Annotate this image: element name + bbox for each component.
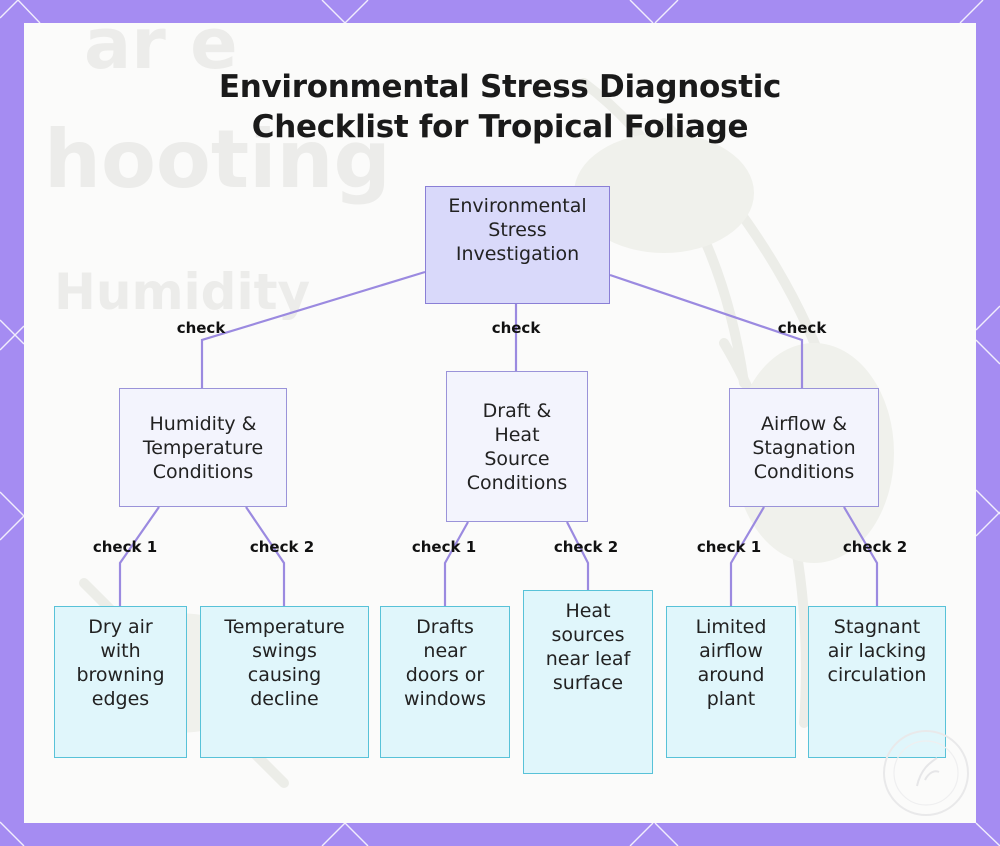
node-line: sources — [551, 624, 625, 646]
edge-draft-heat — [566, 521, 590, 590]
node-line: Temperature — [142, 436, 264, 459]
node-line: doors or — [405, 664, 485, 686]
edge-layer — [118, 270, 879, 606]
diagram-title: Environmental Stress Diagnostic Checklis… — [24, 67, 976, 147]
node-line: Drafts — [416, 616, 474, 638]
background-word-2: hooting — [44, 113, 391, 206]
node-line: Draft & — [482, 399, 552, 422]
edge-root-humidity — [200, 270, 426, 388]
node-airflow-stagnation-conditions: Airflow & Stagnation Conditions — [729, 388, 879, 507]
edge-label-draft-heat: check 2 — [553, 538, 619, 556]
edge-label-root-draft: check — [491, 319, 541, 337]
node-line: surface — [552, 672, 624, 694]
edge-label-humidity-temp: check 2 — [249, 538, 315, 556]
node-line: Airflow & — [760, 412, 848, 435]
node-line: around — [697, 664, 765, 686]
title-line-2: Checklist for Tropical Foliage — [251, 109, 749, 145]
node-limited-airflow-around-plant: Limited airflow around plant — [666, 606, 796, 758]
edge-label-airflow-limited: check 1 — [696, 538, 762, 556]
edge-airflow-limited — [729, 506, 765, 606]
edge-label-humidity-dry: check 1 — [92, 538, 158, 556]
node-line: circulation — [827, 664, 927, 686]
node-line: Dry air — [88, 616, 153, 638]
edge-humidity-temp — [245, 506, 286, 606]
diagram-card: ar e hooting Humidity Environmental Stre… — [24, 23, 976, 823]
node-line: Heat — [565, 600, 611, 622]
node-line: swings — [252, 640, 317, 662]
node-line: Conditions — [152, 460, 254, 483]
node-heat-sources-near-leaf: Heat sources near leaf surface — [523, 590, 653, 774]
node-line: Stagnation — [752, 436, 856, 459]
node-line: Stress — [488, 219, 547, 241]
node-drafts-near-doors-windows: Drafts near doors or windows — [380, 606, 510, 758]
node-line: browning — [76, 664, 165, 686]
edge-label-root-humidity: check — [176, 319, 226, 337]
node-line: airflow — [699, 640, 763, 662]
node-line: Conditions — [753, 460, 855, 483]
node-line: air lacking — [827, 640, 927, 662]
background-word-3: Humidity — [54, 263, 311, 321]
node-line: Conditions — [466, 471, 568, 494]
node-line: near — [423, 640, 467, 662]
edge-humidity-dry — [118, 506, 160, 606]
node-stagnant-air-circulation: Stagnant air lacking circulation — [808, 606, 946, 758]
node-environmental-stress-investigation: Environmental Stress Investigation — [425, 186, 610, 304]
node-line: Temperature — [224, 616, 345, 638]
edge-airflow-stagnant — [843, 506, 879, 606]
node-humidity-temperature-conditions: Humidity & Temperature Conditions — [119, 388, 287, 507]
node-line: Humidity & — [149, 412, 257, 435]
title-line-1: Environmental Stress Diagnostic — [218, 69, 782, 105]
node-line: edges — [91, 688, 150, 710]
node-line: Heat — [494, 423, 540, 446]
node-line: with — [100, 640, 141, 662]
background-word-1: ar e — [84, 23, 238, 85]
edge-label-draft-drafts: check 1 — [411, 538, 477, 556]
node-line: Source — [484, 447, 550, 470]
node-line: decline — [250, 688, 319, 710]
edge-label-root-airflow: check — [777, 319, 827, 337]
node-line: plant — [706, 688, 756, 710]
node-line: causing — [247, 664, 322, 686]
edge-draft-drafts — [443, 521, 469, 606]
node-line: near leaf — [545, 648, 631, 670]
node-line: Stagnant — [833, 616, 921, 638]
watermark-badge-icon — [883, 730, 969, 816]
node-temperature-swings-decline: Temperature swings causing decline — [200, 606, 369, 758]
node-dry-air-browning-edges: Dry air with browning edges — [54, 606, 187, 758]
node-line: Environmental — [448, 195, 587, 217]
node-draft-heat-source-conditions: Draft & Heat Source Conditions — [446, 371, 588, 522]
node-line: Investigation — [455, 243, 580, 265]
edge-label-airflow-stagnant: check 2 — [842, 538, 908, 556]
node-line: Limited — [695, 616, 767, 638]
node-line: windows — [404, 688, 486, 710]
edge-root-airflow — [609, 273, 804, 388]
